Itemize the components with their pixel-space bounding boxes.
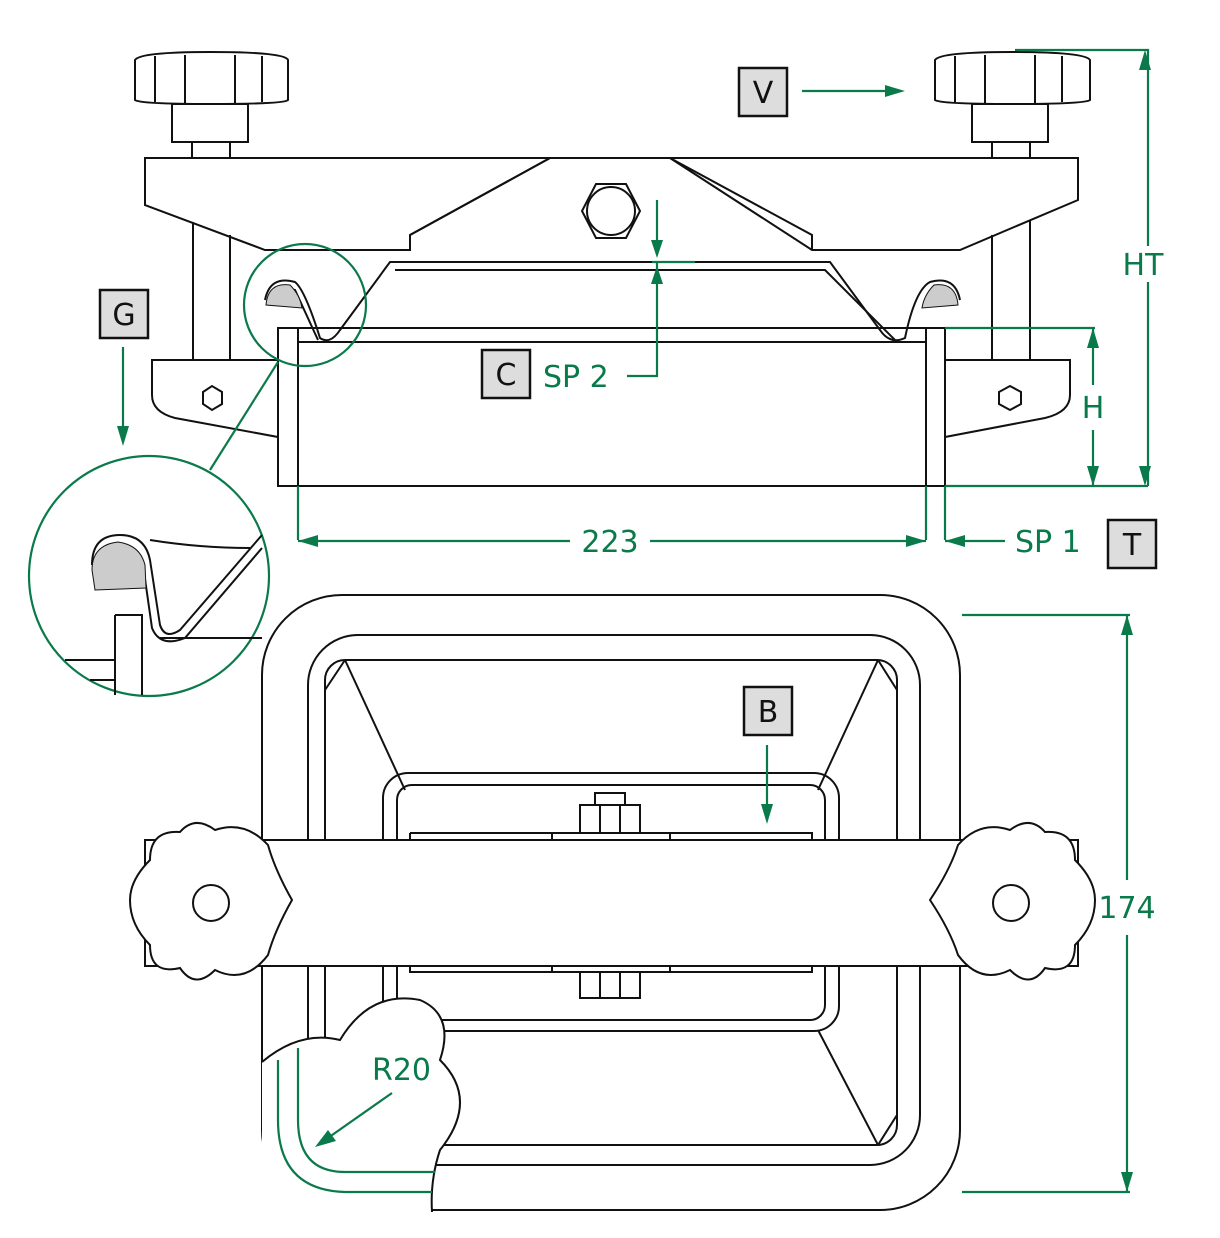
right-knob (934, 50, 1091, 159)
sp1-label: SP 1 (1015, 525, 1081, 560)
label-b: B (742, 685, 794, 737)
nut (579, 804, 641, 834)
hex-bolt (580, 183, 642, 239)
dimension-lines: HT H SP 2 223 SP 1 174 (117, 48, 1170, 1194)
clamp-bar (144, 157, 1079, 251)
svg-text:C: C (496, 358, 517, 393)
sp2-label: SP 2 (543, 360, 609, 395)
left-knob (134, 50, 289, 159)
label-t: T (1106, 518, 1158, 570)
svg-text:G: G (112, 298, 135, 333)
radius-label: R20 (372, 1053, 431, 1088)
detail-g (27, 242, 368, 698)
svg-text:B: B (758, 695, 779, 730)
svg-text:V: V (753, 76, 774, 111)
label-v: V (737, 66, 789, 118)
h-label: H (1082, 391, 1105, 426)
frame (277, 327, 946, 487)
svg-text:T: T (1122, 528, 1142, 563)
left-bracket (151, 359, 279, 439)
label-g: G (98, 288, 150, 340)
front-view: R20 (128, 594, 1097, 1213)
height-label: 174 (1098, 891, 1155, 926)
width-label: 223 (581, 525, 638, 560)
side-view (134, 50, 1091, 487)
ht-label: HT (1123, 248, 1165, 283)
label-c: C (480, 348, 532, 400)
right-bracket (944, 359, 1071, 439)
